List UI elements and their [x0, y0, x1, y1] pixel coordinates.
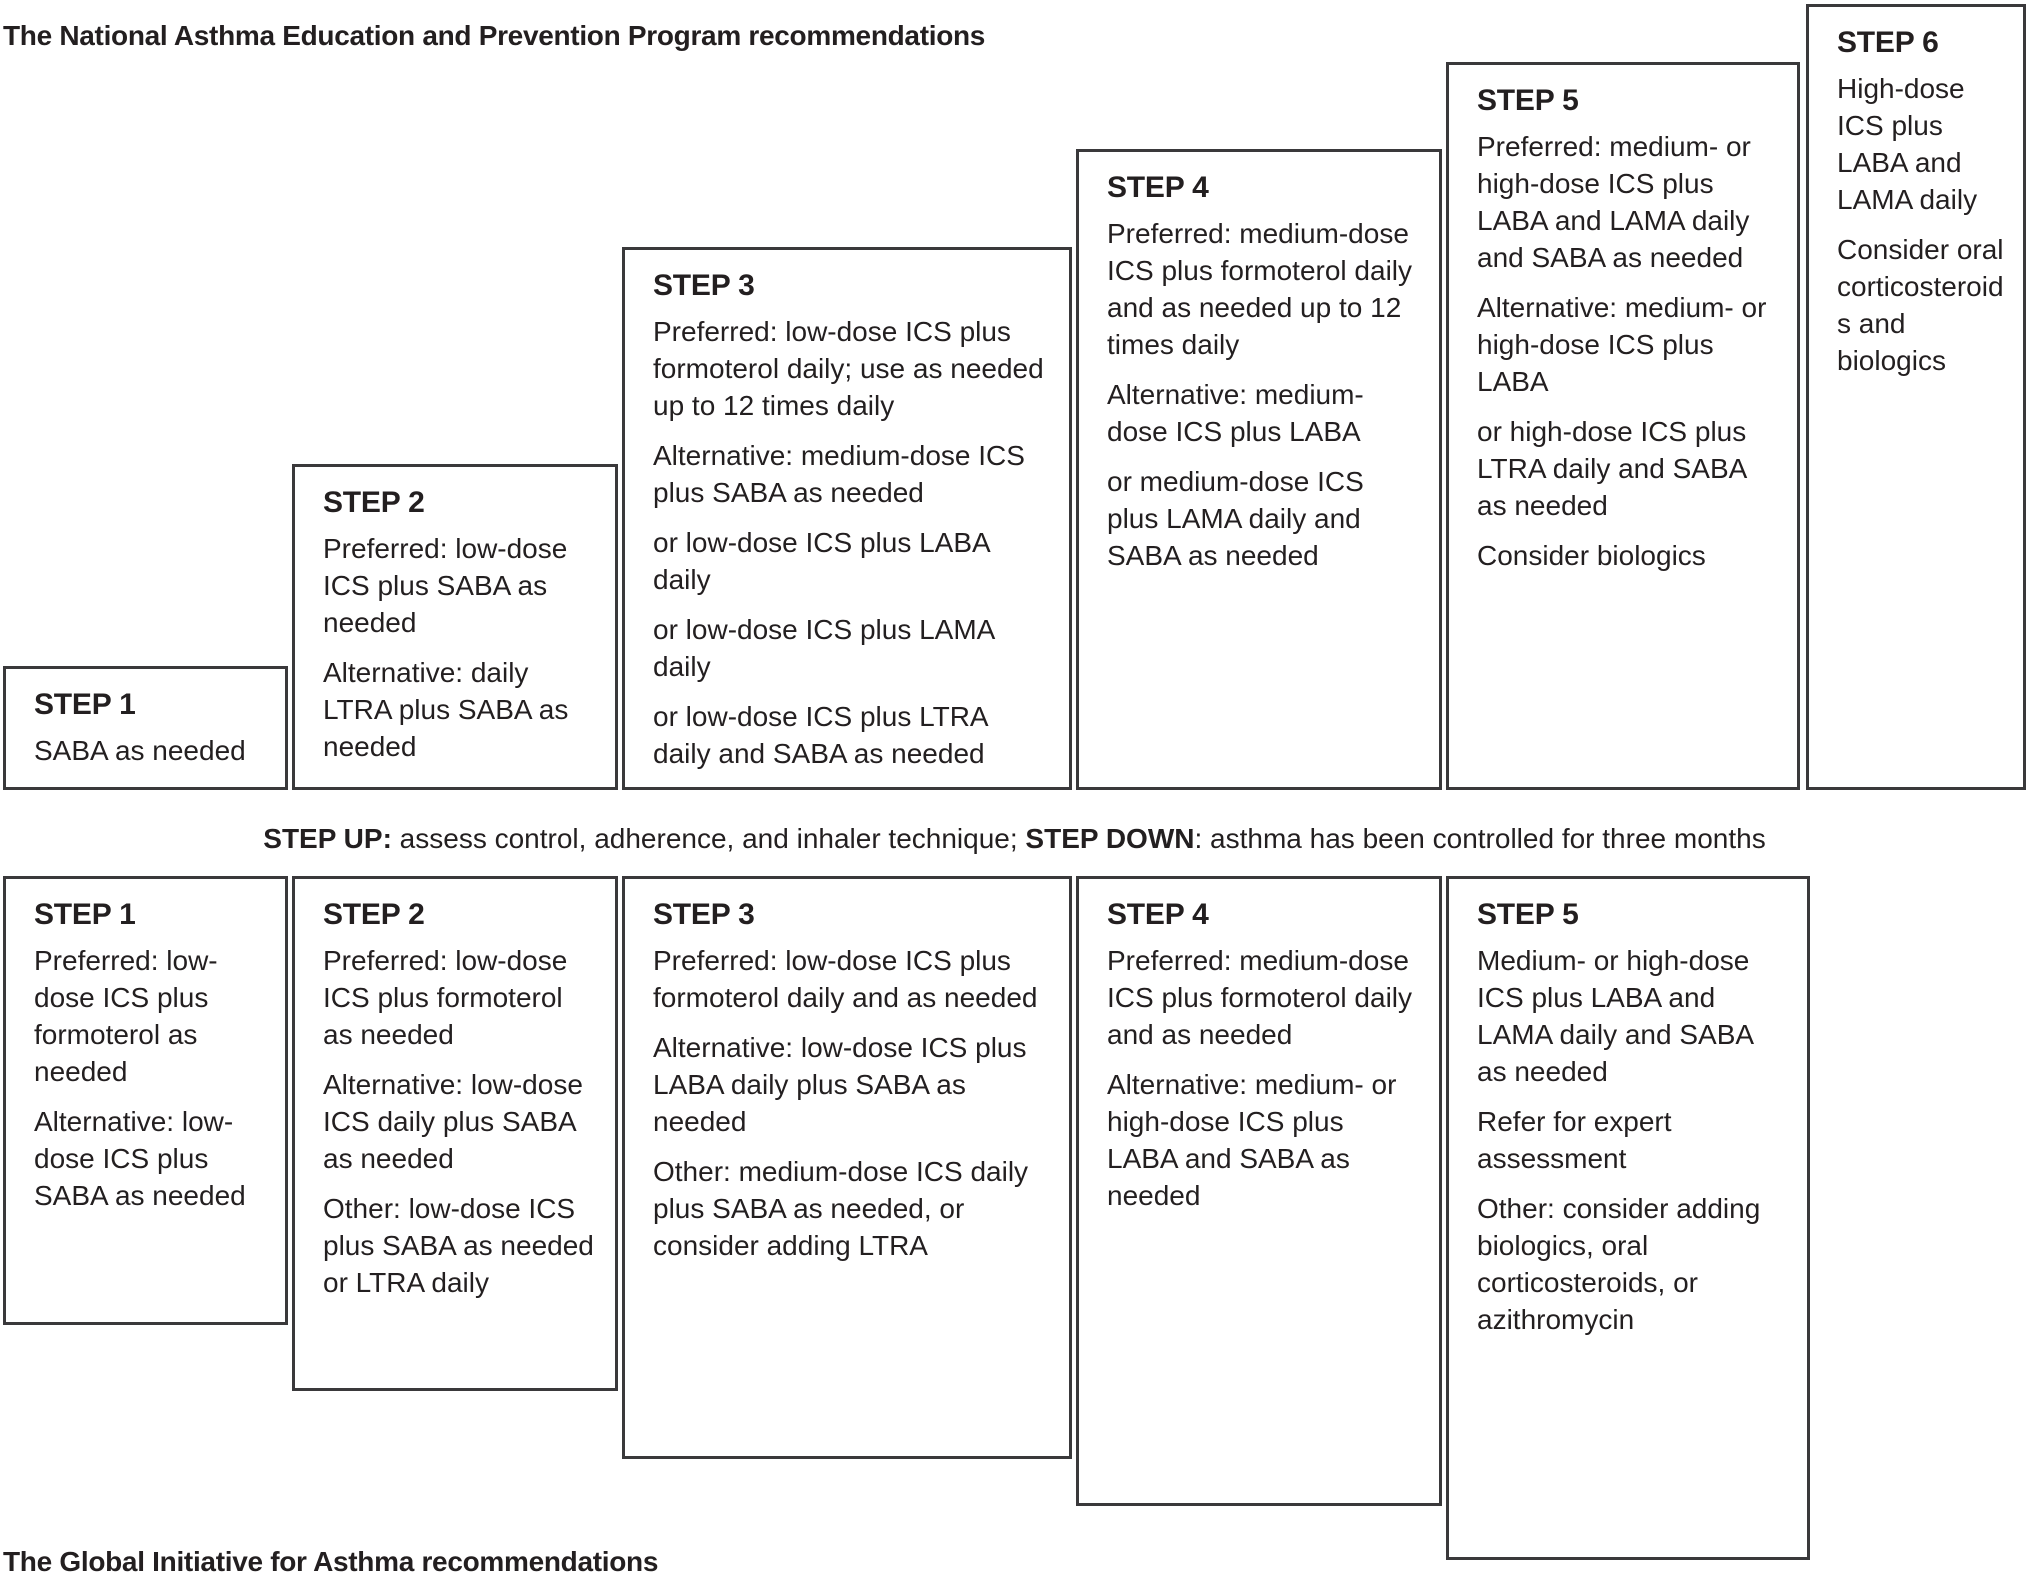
- gina-step-3-box: STEP 3 Preferred: low-dose ICS plus form…: [622, 876, 1072, 1459]
- naepp-step-4-box: STEP 4 Preferred: medium-dose ICS plus f…: [1076, 149, 1442, 790]
- step-paragraph: High-dose ICS plus LABA and LAMA daily: [1837, 73, 1978, 215]
- step-label: STEP 4: [1107, 171, 1209, 204]
- gina-step-2-box: STEP 2 Preferred: low-dose ICS plus form…: [292, 876, 618, 1391]
- step-label: STEP 2: [323, 486, 425, 519]
- step-paragraph: or low-dose ICS plus LABA daily: [653, 527, 990, 595]
- step-paragraph: Other: low-dose ICS plus SABA as needed …: [323, 1193, 594, 1298]
- step-paragraph: Preferred: low-dose ICS plus SABA as nee…: [323, 533, 568, 638]
- step-label: STEP 6: [1837, 26, 1939, 59]
- naepp-step-2-box: STEP 2 Preferred: low-dose ICS plus SABA…: [292, 464, 618, 790]
- step-label: STEP 5: [1477, 84, 1579, 117]
- step-paragraph: Alternative: low-dose ICS plus LABA dail…: [653, 1032, 1027, 1137]
- step-paragraph: Alternative: daily LTRA plus SABA as nee…: [323, 657, 569, 762]
- step-paragraph: Preferred: medium-dose ICS plus formoter…: [1107, 945, 1413, 1050]
- step-up-text: assess control, adherence, and inhaler t…: [391, 823, 1026, 854]
- step-label: STEP 3: [653, 269, 755, 302]
- naepp-step-3-box: STEP 3 Preferred: low-dose ICS plus form…: [622, 247, 1072, 790]
- step-label: STEP 1: [34, 688, 136, 721]
- step-paragraph: Preferred: medium-dose ICS plus formoter…: [1107, 218, 1413, 360]
- step-paragraph: Preferred: low-dose ICS plus formoterol …: [653, 945, 1038, 1013]
- step-paragraph: Alternative: medium-dose ICS plus LABA: [1107, 379, 1364, 447]
- step-up-down-note: STEP UP: assess control, adherence, and …: [0, 820, 2029, 858]
- naepp-step-6-box: STEP 6 High-dose ICS plus LABA and LAMA …: [1806, 4, 2026, 790]
- step-label: STEP 2: [323, 898, 425, 931]
- naepp-step-1-box: STEP 1 SABA as needed: [3, 666, 288, 790]
- step-paragraph: or high-dose ICS plus LTRA daily and SAB…: [1477, 416, 1747, 521]
- step-paragraph: or low-dose ICS plus LTRA daily and SABA…: [653, 701, 988, 769]
- step-paragraph: or low-dose ICS plus LAMA daily: [653, 614, 994, 682]
- step-label: STEP 3: [653, 898, 755, 931]
- step-paragraph: Preferred: low-dose ICS plus formoterol …: [653, 316, 1044, 421]
- step-paragraph: or medium-dose ICS plus LAMA daily and S…: [1107, 466, 1364, 571]
- step-paragraph: Alternative: low-dose ICS daily plus SAB…: [323, 1069, 583, 1174]
- naepp-title: The National Asthma Education and Preven…: [3, 19, 986, 51]
- step-paragraph: Other: consider adding biologics, oral c…: [1477, 1193, 1761, 1335]
- step-paragraph: Alternative: medium- or high-dose ICS pl…: [1107, 1069, 1397, 1211]
- step-down-label: STEP DOWN: [1025, 823, 1195, 854]
- gina-step-5-box: STEP 5 Medium- or high-dose ICS plus LAB…: [1446, 876, 1810, 1560]
- step-paragraph: Preferred: low-dose ICS plus formoterol …: [34, 945, 218, 1087]
- step-paragraph: Refer for expert assessment: [1477, 1106, 1672, 1174]
- step-paragraph: Alternative: low-dose ICS plus SABA as n…: [34, 1106, 246, 1211]
- step-down-text: : asthma has been controlled for three m…: [1194, 823, 1766, 854]
- step-paragraph: Consider biologics: [1477, 540, 1706, 571]
- naepp-step-5-box: STEP 5 Preferred: medium- or high-dose I…: [1446, 62, 1800, 790]
- step-paragraph: Preferred: low-dose ICS plus formoterol …: [323, 945, 568, 1050]
- step-label: STEP 5: [1477, 898, 1579, 931]
- step-up-label: STEP UP:: [263, 823, 392, 854]
- gina-step-1-box: STEP 1 Preferred: low-dose ICS plus form…: [3, 876, 288, 1325]
- step-label: STEP 4: [1107, 898, 1209, 931]
- step-paragraph: Preferred: medium- or high-dose ICS plus…: [1477, 131, 1751, 273]
- step-label: STEP 1: [34, 898, 136, 931]
- step-paragraph: Alternative: medium- or high-dose ICS pl…: [1477, 292, 1767, 397]
- step-paragraph: Consider oral corticosteroids and biolog…: [1837, 234, 2004, 376]
- step-paragraph: Medium- or high-dose ICS plus LABA and L…: [1477, 945, 1753, 1087]
- step-paragraph: Alternative: medium-dose ICS plus SABA a…: [653, 440, 1025, 508]
- step-paragraph: Other: medium-dose ICS daily plus SABA a…: [653, 1156, 1029, 1261]
- step-paragraph: SABA as needed: [34, 735, 246, 766]
- gina-step-4-box: STEP 4 Preferred: medium-dose ICS plus f…: [1076, 876, 1442, 1506]
